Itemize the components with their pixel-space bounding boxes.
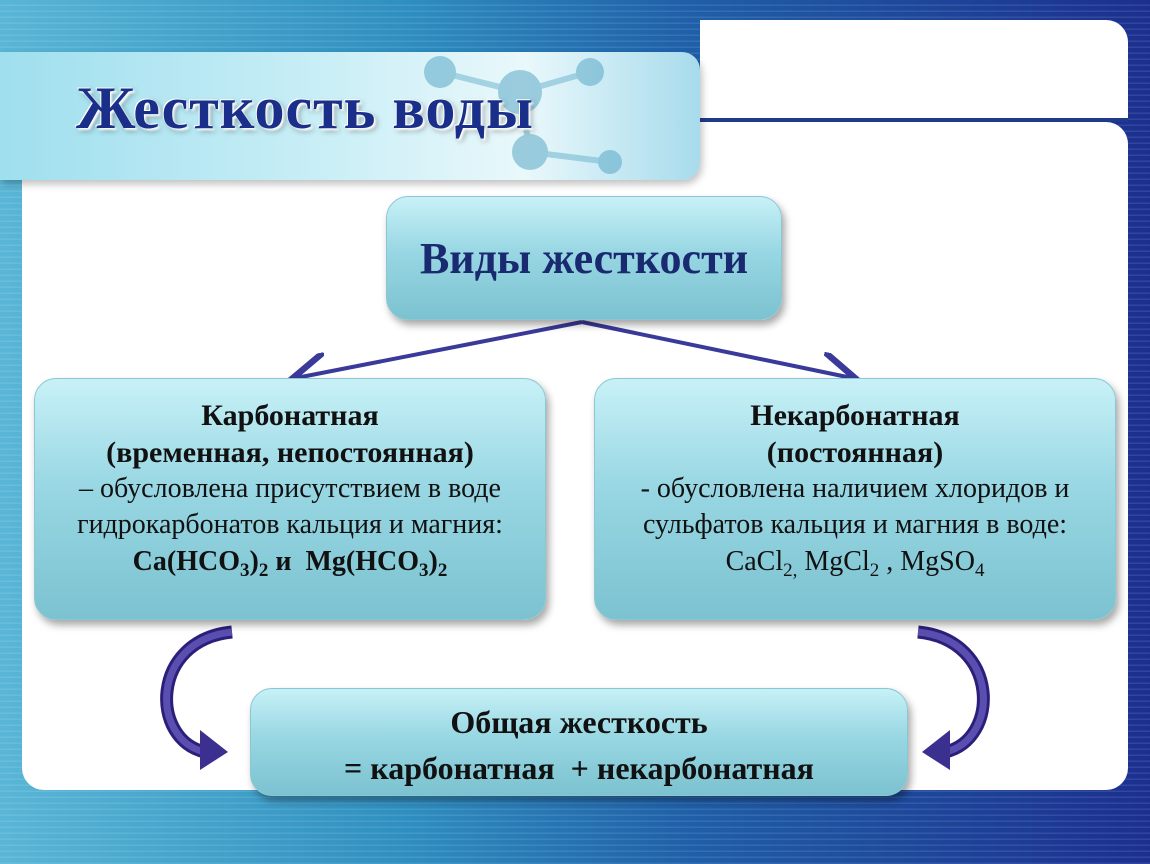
carbonate-hardness-box: Карбонатная (временная, непостоянная) – …	[34, 378, 546, 620]
molecule-icon	[424, 56, 622, 174]
formula-part: , MgSO	[879, 546, 975, 577]
noncarbonate-hardness-box: Некарбонатная (постоянная) - обусловлена…	[594, 378, 1116, 620]
formula-subscript: 3	[240, 560, 250, 581]
formula-part: MgCl	[797, 546, 870, 577]
formula-part: )	[249, 546, 259, 577]
formula-part: )	[428, 546, 438, 577]
formula-part: Ca(HCO	[132, 546, 240, 577]
formula-part: и Mg(HCO	[268, 546, 419, 577]
title-bar	[0, 52, 700, 180]
formula-subscript: 2	[437, 560, 448, 581]
hardness-types-label: Виды жесткости	[419, 233, 749, 283]
panel-divider-line	[690, 118, 1128, 122]
carbonate-text-line-2: гидрокарбонатов кальция и магния:	[77, 509, 503, 540]
formula-subscript: 2	[869, 560, 880, 581]
formula-subscript: 2,	[783, 560, 798, 581]
total-hardness-heading: Общая жесткость	[450, 704, 708, 740]
total-hardness-box: Общая жесткость = карбонатная + некарбон…	[250, 688, 908, 796]
noncarbonate-text-line-2: сульфатов кальция и магния в воде:	[642, 509, 1068, 540]
formula-subscript: 3	[419, 560, 429, 581]
formula-subscript: 2	[258, 560, 269, 581]
noncarbonate-subheading: (постоянная)	[766, 436, 944, 469]
carbonate-formula: Ca(HCO3)2 и Mg(HCO3)2	[35, 543, 545, 590]
formula-subscript: 4	[974, 560, 985, 581]
noncarbonate-heading: Некарбонатная	[750, 399, 960, 432]
total-hardness-formula: = карбонатная + некарбонатная	[344, 750, 814, 786]
carbonate-subheading: (временная, непостоянная)	[106, 436, 474, 469]
noncarbonate-text-line-1: - обусловлена наличием хлоридов и	[640, 473, 1070, 504]
formula-part: CaCl	[725, 546, 784, 577]
carbonate-heading: Карбонатная	[201, 399, 379, 432]
noncarbonate-formula: CaCl2, MgCl2 , MgSO4	[595, 543, 1115, 590]
top-white-strip	[700, 20, 1128, 118]
hardness-types-box: Виды жесткости	[386, 196, 782, 320]
page-title: Жесткость воды	[76, 75, 534, 141]
carbonate-text-line-1: – обусловлена присутствием в воде	[79, 473, 501, 504]
